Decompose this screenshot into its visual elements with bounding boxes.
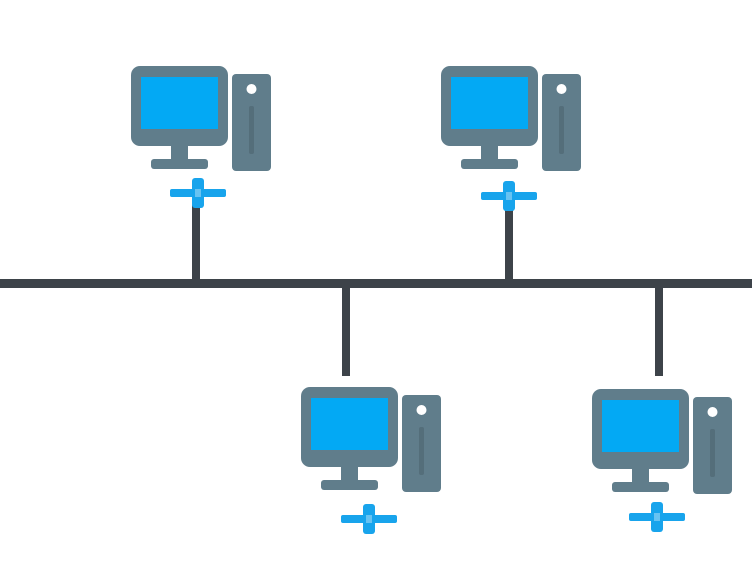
network-connector-icon: [629, 502, 685, 532]
network-connector-icon: [481, 181, 537, 211]
network-connector-icon: [170, 178, 226, 208]
network-node-3: [301, 284, 441, 534]
drop-line: [655, 284, 663, 376]
network-bus: [0, 279, 752, 288]
drop-line: [342, 284, 350, 376]
desktop-computer-icon: [131, 66, 271, 171]
network-connector-icon: [341, 504, 397, 534]
drop-line: [192, 205, 200, 283]
network-node-2: [441, 66, 581, 283]
desktop-computer-icon: [301, 387, 441, 492]
network-node-4: [592, 284, 732, 532]
network-node-1: [131, 66, 271, 283]
desktop-computer-icon: [441, 66, 581, 171]
drop-line: [505, 205, 513, 283]
desktop-computer-icon: [592, 389, 732, 494]
